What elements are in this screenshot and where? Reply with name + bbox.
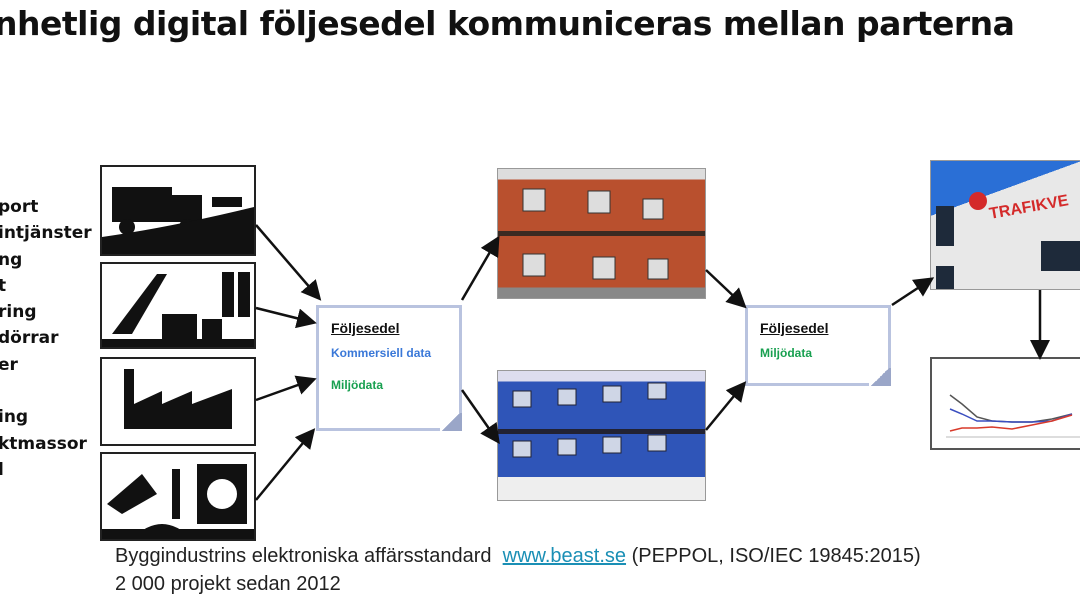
concrete-plant-pictogram — [100, 262, 256, 349]
environmental-data-label: Miljödata — [331, 378, 384, 392]
page-fold-icon — [440, 413, 462, 431]
list-item: ng — [0, 249, 23, 270]
list-item: intjänster — [0, 223, 92, 244]
delivery-note-environmental-document: Följesedel Miljödata — [745, 305, 891, 386]
truck-pictogram — [100, 165, 256, 256]
list-item: t — [0, 275, 7, 296]
standards-text: (PEPPOL, ISO/IEC 19845:2015) — [631, 545, 921, 567]
list-item: port — [0, 197, 39, 217]
list-item: ktmassor — [0, 433, 87, 454]
list-item: ring — [0, 302, 37, 323]
slide-title: nhetlig digital följesedel kommuniceras … — [0, 4, 1015, 43]
category-list: port intjänster ng t ring dörrar er ing … — [0, 194, 92, 483]
page-fold-icon — [869, 368, 891, 386]
red-site-cabins-photo — [497, 168, 706, 299]
document-heading: Följesedel — [331, 320, 400, 336]
projects-text: 2 000 projekt sedan 2012 — [115, 573, 341, 595]
environmental-data-label: Miljödata — [760, 346, 813, 360]
list-item: dörrar — [0, 328, 59, 349]
standard-text: Byggindustrins elektroniska affärsstanda… — [115, 545, 492, 567]
commercial-data-label: Kommersiell data — [331, 346, 432, 360]
delivery-note-document: Följesedel Kommersiell data Miljödata — [316, 305, 462, 431]
emissions-chart-thumbnail — [930, 357, 1080, 450]
blue-site-cabins-photo — [497, 370, 706, 501]
factory-pictogram — [100, 357, 256, 446]
recycling-pictogram — [100, 452, 256, 541]
document-heading: Följesedel — [760, 320, 829, 336]
list-item: ing — [0, 407, 29, 428]
list-item: er — [0, 354, 18, 375]
standard-line: Byggindustrins elektroniska affärsstanda… — [115, 545, 921, 568]
trafikverket-building-photo: TRAFIKVE — [930, 160, 1080, 290]
list-item: l — [0, 459, 4, 480]
beast-link[interactable]: www.beast.se — [502, 545, 627, 567]
